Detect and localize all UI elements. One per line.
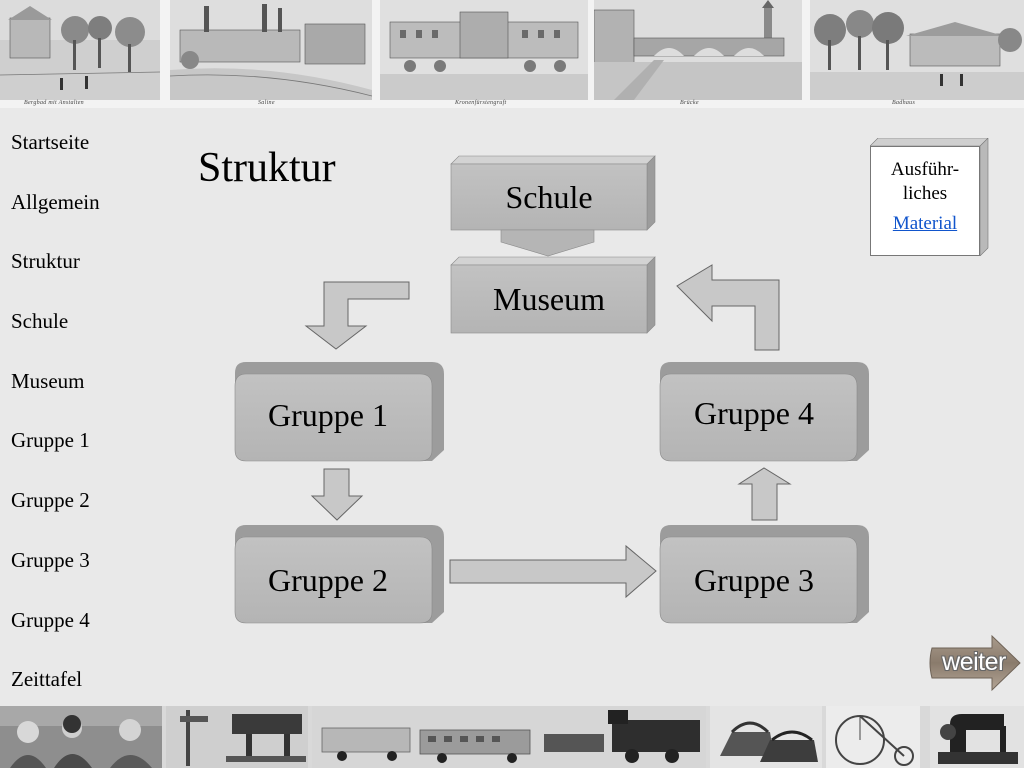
nav-item-museum[interactable]: Museum (11, 368, 85, 393)
arrow-gruppe2-gruppe3 (449, 544, 657, 599)
material-box-side (980, 138, 989, 256)
nav-item-schule[interactable]: Schule (11, 309, 69, 334)
weiter-button[interactable]: weiter (928, 634, 1022, 692)
nav-item-startseite[interactable]: Startseite (11, 130, 90, 154)
node-gruppe-3-label: Gruppe 3 (694, 562, 814, 598)
caption-5: Badhaus (892, 100, 916, 106)
lithograph-park-image (0, 0, 160, 100)
arrow-gruppe1-gruppe2 (310, 468, 364, 521)
caption-2: Saline (258, 100, 275, 106)
node-schule[interactable]: Schule (450, 155, 656, 231)
node-gruppe-4-label: Gruppe 4 (694, 395, 814, 431)
classroom-photo (0, 706, 162, 768)
header-banner: Bergbad mit Anstalten Saline Kron (0, 0, 1024, 108)
material-text-line2: liches (902, 183, 948, 204)
nav-item-gruppe-4[interactable]: Gruppe 4 (11, 607, 90, 632)
sidebar-nav: Startseite Allgemein Struktur Schule Mus… (11, 128, 100, 725)
caption-3: Kronenfürstengruft (455, 100, 507, 106)
nav-item-struktur[interactable]: Struktur (11, 249, 80, 274)
sewing-machine-photo (930, 706, 1024, 768)
lithograph-saline-image (170, 0, 372, 100)
nav-item-gruppe-1[interactable]: Gruppe 1 (11, 428, 90, 453)
material-text-line1: Ausführ- (890, 159, 960, 180)
node-gruppe-1-label: Gruppe 1 (268, 397, 388, 433)
footer-banner (0, 706, 1024, 768)
arrow-gruppe3-gruppe4 (737, 467, 792, 521)
lithograph-palace-image (380, 0, 588, 100)
nav-item-zeittafel[interactable]: Zeittafel (11, 667, 83, 692)
nav-item-gruppe-3[interactable]: Gruppe 3 (11, 547, 90, 572)
weiter-label: weiter (942, 648, 1006, 676)
arrow-gruppe4-museum (676, 264, 780, 351)
arrow-schule-museum (500, 229, 595, 257)
toy-train-photo (312, 706, 706, 768)
node-gruppe-2[interactable]: Gruppe 2 (234, 525, 444, 624)
node-gruppe-4[interactable]: Gruppe 4 (659, 362, 869, 462)
material-box: Ausführ- liches Material (870, 138, 989, 256)
lithograph-bridge-image (594, 0, 802, 100)
nav-item-gruppe-2[interactable]: Gruppe 2 (11, 488, 90, 513)
node-museum-label: Museum (493, 281, 605, 317)
lithograph-bathhouse-image (810, 0, 1024, 100)
node-gruppe-2-label: Gruppe 2 (268, 562, 388, 598)
nav-item-allgemein[interactable]: Allgemein (11, 189, 100, 214)
node-gruppe-1[interactable]: Gruppe 1 (234, 362, 444, 462)
material-link[interactable]: Material (892, 213, 958, 234)
page-title: Struktur (198, 145, 336, 191)
irons-photo (710, 706, 822, 768)
caption-4: Brücke (680, 100, 699, 106)
high-wheel-bicycle-photo (826, 706, 920, 768)
caption-1: Bergbad mit Anstalten (24, 100, 84, 106)
node-museum[interactable]: Museum (450, 256, 656, 334)
tools-photo (166, 706, 308, 768)
arrow-museum-gruppe1 (304, 281, 410, 350)
node-schule-label: Schule (505, 179, 592, 215)
node-gruppe-3[interactable]: Gruppe 3 (659, 525, 869, 624)
arrow-right-icon (929, 634, 1021, 692)
